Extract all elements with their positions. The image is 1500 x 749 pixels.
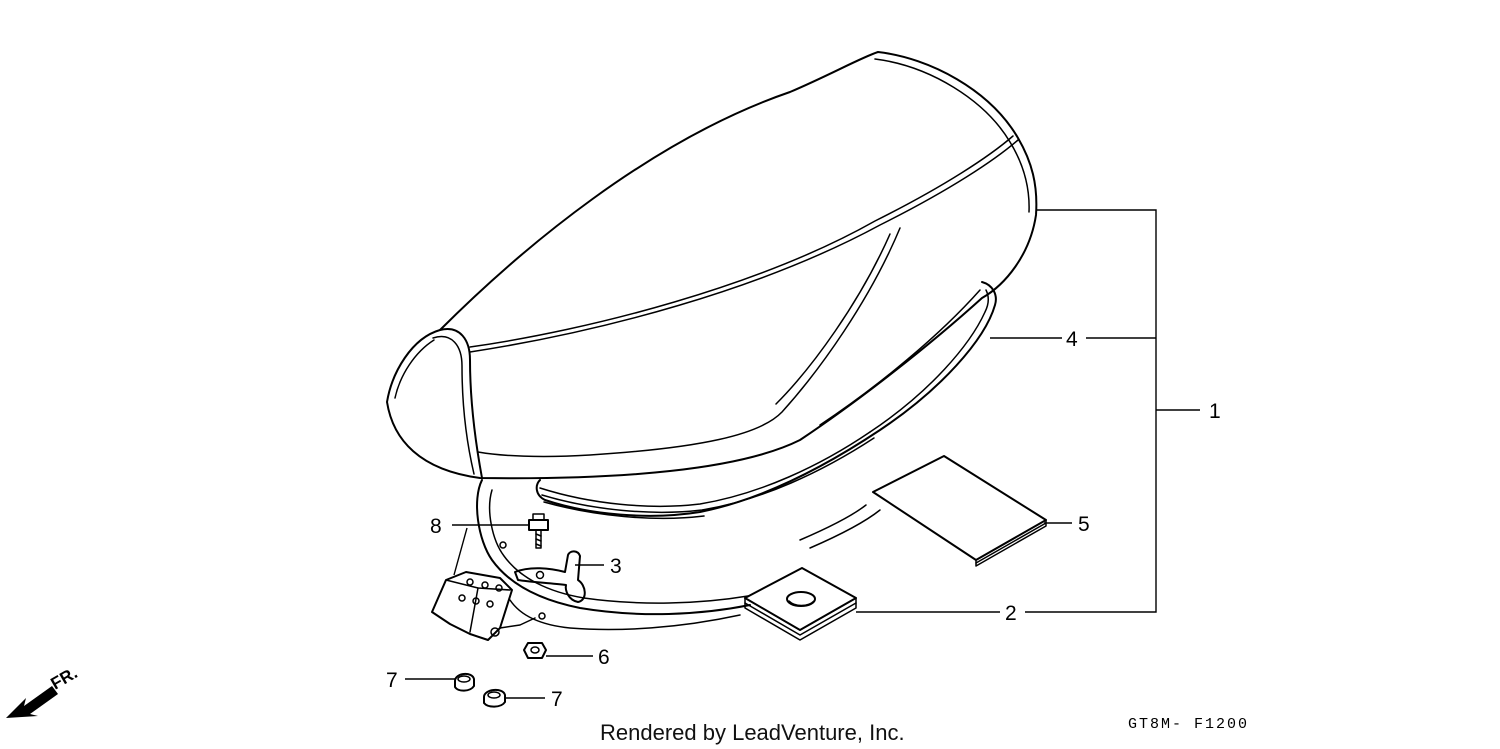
callout-8: 8 xyxy=(430,515,442,538)
cap-nut-upper xyxy=(454,673,475,692)
bolt xyxy=(528,513,549,549)
seat-lock-bracket xyxy=(514,550,586,603)
leader-lines xyxy=(405,209,1200,699)
callout-5: 5 xyxy=(1078,513,1090,536)
callout-1: 1 xyxy=(1209,400,1221,423)
seat-hinge xyxy=(431,571,536,641)
callout-2: 2 xyxy=(1005,602,1017,625)
callout-labels: 1 2 3 4 5 6 7 7 8 xyxy=(386,328,1221,711)
callout-6: 6 xyxy=(598,646,610,669)
front-arrow-icon xyxy=(6,686,58,718)
cap-nut-lower xyxy=(483,689,506,708)
nut xyxy=(523,642,547,659)
front-direction-indicator: FR. xyxy=(6,663,81,718)
callout-3: 3 xyxy=(610,555,622,578)
owners-manual xyxy=(872,455,1047,567)
render-credit: Rendered by LeadVenture, Inc. xyxy=(600,720,905,745)
seat-base xyxy=(535,281,997,520)
rubber-pad xyxy=(744,567,857,641)
callout-7-lower: 7 xyxy=(551,688,563,711)
seat-assembly xyxy=(386,51,1038,480)
callout-4: 4 xyxy=(1066,328,1078,351)
figure-code: GT8M- F1200 xyxy=(1128,716,1249,733)
callout-7-upper: 7 xyxy=(386,669,398,692)
seat-bottom-plate xyxy=(476,479,881,631)
